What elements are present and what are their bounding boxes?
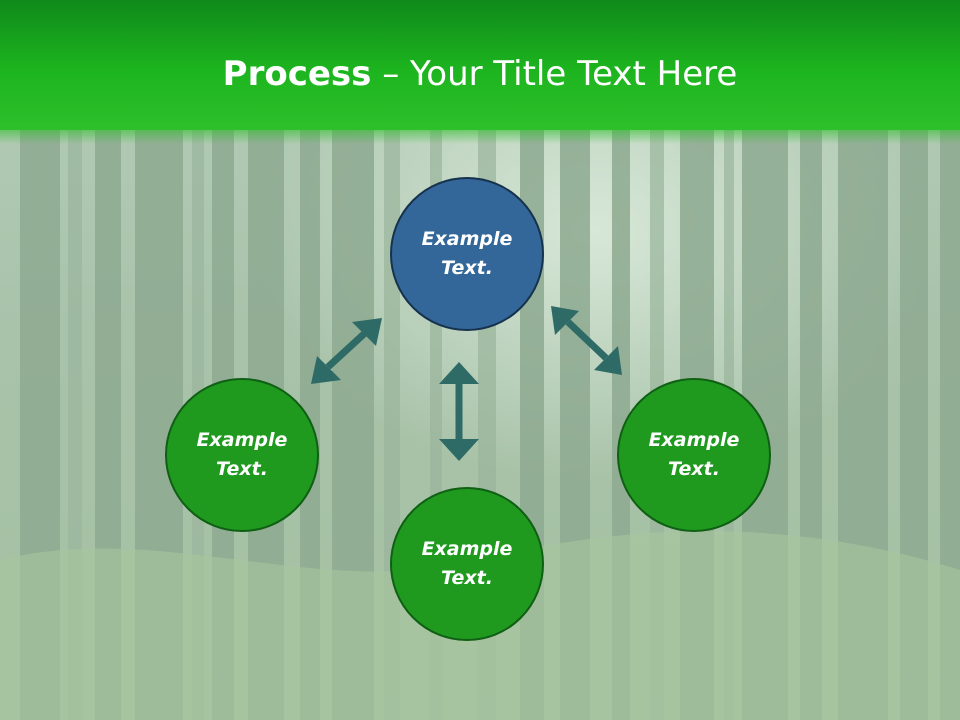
node-left: Example Text. [165,378,319,532]
node-right-line2: Text. [668,458,720,480]
node-bottom-line1: Example [421,538,513,560]
node-left-line2: Text. [216,458,268,480]
node-right-line1: Example [648,429,740,451]
node-top-line2: Text. [441,257,493,279]
node-bottom-line2: Text. [441,567,493,589]
arrow-left-diagonal [311,318,382,384]
title-dash: – [371,54,411,94]
arrow-right-diagonal [551,306,622,375]
node-top: Example Text. [390,177,544,331]
arrow-vertical [439,362,479,461]
node-right: Example Text. [617,378,771,532]
title-bold: Process [222,54,372,94]
title-banner-fade [0,122,960,144]
title-rest: Your Title Text Here [410,54,738,94]
node-left-line1: Example [196,429,288,451]
node-top-line1: Example [421,228,513,250]
node-bottom: Example Text. [390,487,544,641]
slide-title: Process – Your Title Text Here [0,52,960,96]
title-banner [0,0,960,130]
